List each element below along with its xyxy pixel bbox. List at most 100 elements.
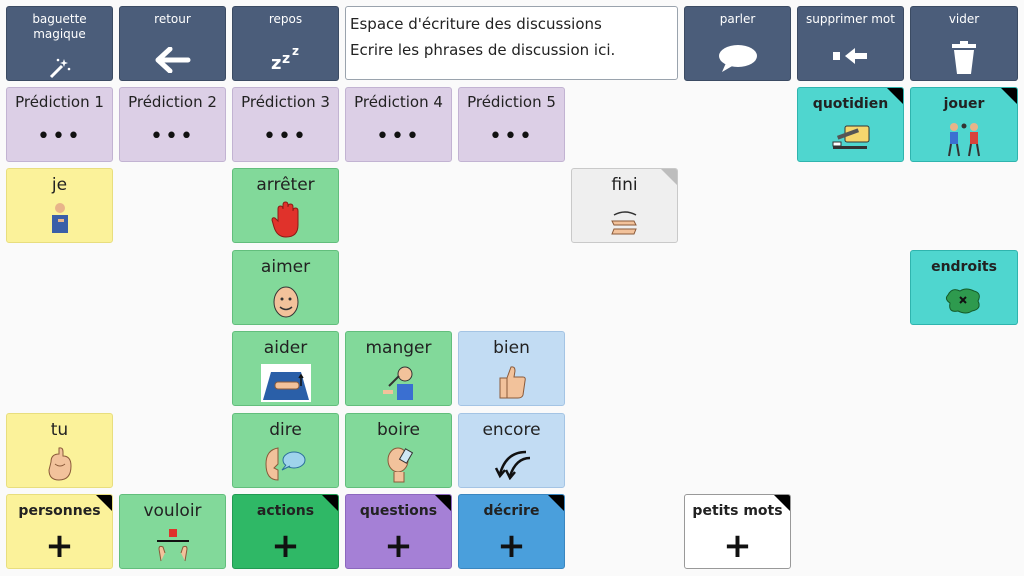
speak-button[interactable]: parler	[684, 6, 791, 81]
word-encore[interactable]: encore	[458, 413, 565, 488]
toothbrush-comb-icon	[798, 122, 903, 156]
word-label: boire	[377, 420, 420, 440]
folder-corner	[1001, 88, 1017, 104]
folder-corner	[96, 495, 112, 511]
word-fini[interactable]: fini	[571, 168, 678, 243]
children-playing-icon	[911, 122, 1017, 158]
ellipsis-icon: •••	[489, 124, 534, 149]
category-label: questions	[359, 503, 438, 519]
category-label: actions	[256, 503, 315, 519]
prediction-1[interactable]: Prédiction 1 •••	[6, 87, 113, 162]
folder-corner	[774, 495, 790, 511]
category-label: quotidien	[812, 96, 889, 112]
back-button[interactable]: retour	[119, 6, 226, 81]
category-label: personnes	[18, 503, 101, 519]
prediction-label: Prédiction 5	[467, 93, 556, 111]
prediction-3[interactable]: Prédiction 3 •••	[232, 87, 339, 162]
prediction-label: Prédiction 1	[15, 93, 104, 111]
help-sign-icon	[233, 364, 338, 402]
word-label: vouloir	[143, 501, 202, 521]
svg-text:z: z	[271, 53, 281, 71]
word-label: dire	[269, 420, 302, 440]
category-decrire[interactable]: décrire +	[458, 494, 565, 569]
category-endroits[interactable]: endroits	[910, 250, 1018, 325]
word-arreter[interactable]: arrêter	[232, 168, 339, 243]
want-hands-icon	[120, 527, 225, 563]
folder-corner	[548, 495, 564, 511]
category-label: endroits	[931, 259, 997, 275]
category-actions[interactable]: actions +	[232, 494, 339, 569]
category-petits-mots[interactable]: petits mots +	[684, 494, 791, 569]
delete-word-button[interactable]: supprimer mot	[797, 6, 904, 81]
folder-corner	[661, 169, 677, 185]
category-label: décrire	[483, 503, 540, 519]
word-manger[interactable]: manger	[345, 331, 452, 406]
prediction-4[interactable]: Prédiction 4 •••	[345, 87, 452, 162]
category-quotidien[interactable]: quotidien	[797, 87, 904, 162]
ellipsis-icon: •••	[263, 124, 308, 149]
drinking-person-icon	[346, 446, 451, 484]
folder-corner	[887, 88, 903, 104]
clear-button[interactable]: vider	[910, 6, 1018, 81]
word-tu[interactable]: tu	[6, 413, 113, 488]
category-label: jouer	[943, 96, 985, 112]
magic-wand-button[interactable]: baguette magique	[6, 6, 113, 81]
thumbs-up-icon	[459, 364, 564, 400]
category-personnes[interactable]: personnes +	[6, 494, 113, 569]
folder-corner	[435, 495, 451, 511]
smiling-face-icon	[233, 283, 338, 319]
me-pointing-icon	[7, 201, 112, 237]
backspace-arrow-icon	[798, 45, 903, 67]
ellipsis-icon: •••	[37, 124, 82, 149]
clear-label: vider	[948, 12, 980, 26]
category-questions[interactable]: questions +	[345, 494, 452, 569]
word-boire[interactable]: boire	[345, 413, 452, 488]
word-je[interactable]: je	[6, 168, 113, 243]
word-vouloir[interactable]: vouloir	[119, 494, 226, 569]
prediction-label: Prédiction 4	[354, 93, 443, 111]
prediction-2[interactable]: Prédiction 2 •••	[119, 87, 226, 162]
word-label: encore	[482, 420, 541, 440]
svg-text:z: z	[292, 44, 299, 58]
magic-wand-label: baguette magique	[32, 12, 87, 41]
word-label: arrêter	[256, 175, 315, 195]
plus-icon: +	[384, 526, 413, 566]
message-line-1: Espace d'écriture des discussions	[350, 15, 602, 33]
message-line-2: Ecrire les phrases de discussion ici.	[350, 41, 616, 59]
word-aider[interactable]: aider	[232, 331, 339, 406]
delete-word-label: supprimer mot	[806, 12, 895, 26]
folder-corner	[322, 495, 338, 511]
trash-icon	[911, 41, 1017, 75]
plus-icon: +	[271, 526, 300, 566]
stop-hand-icon	[233, 201, 338, 239]
plus-icon: +	[723, 526, 752, 566]
message-window[interactable]: Espace d'écriture des discussions Ecrire…	[345, 6, 678, 80]
prediction-label: Prédiction 2	[128, 93, 217, 111]
category-label: petits mots	[692, 503, 783, 519]
finished-hands-icon	[572, 201, 677, 239]
plus-icon: +	[497, 526, 526, 566]
speaking-face-icon	[233, 446, 338, 482]
plus-icon: +	[45, 526, 74, 566]
map-icon	[911, 285, 1017, 317]
rest-label: repos	[268, 12, 303, 26]
word-bien[interactable]: bien	[458, 331, 565, 406]
word-label: je	[51, 175, 68, 195]
prediction-5[interactable]: Prédiction 5 •••	[458, 87, 565, 162]
speech-bubble-icon	[685, 43, 790, 73]
word-label: tu	[50, 420, 69, 440]
word-dire[interactable]: dire	[232, 413, 339, 488]
magic-wand-icon	[7, 57, 112, 79]
ellipsis-icon: •••	[376, 124, 421, 149]
word-label: aider	[263, 338, 308, 358]
arrow-left-icon	[120, 47, 225, 73]
word-aimer[interactable]: aimer	[232, 250, 339, 325]
word-label: fini	[611, 175, 638, 195]
back-label: retour	[154, 12, 191, 26]
category-jouer[interactable]: jouer	[910, 87, 1018, 162]
prediction-label: Prédiction 3	[241, 93, 330, 111]
eating-person-icon	[346, 364, 451, 402]
svg-text:z: z	[282, 51, 290, 67]
